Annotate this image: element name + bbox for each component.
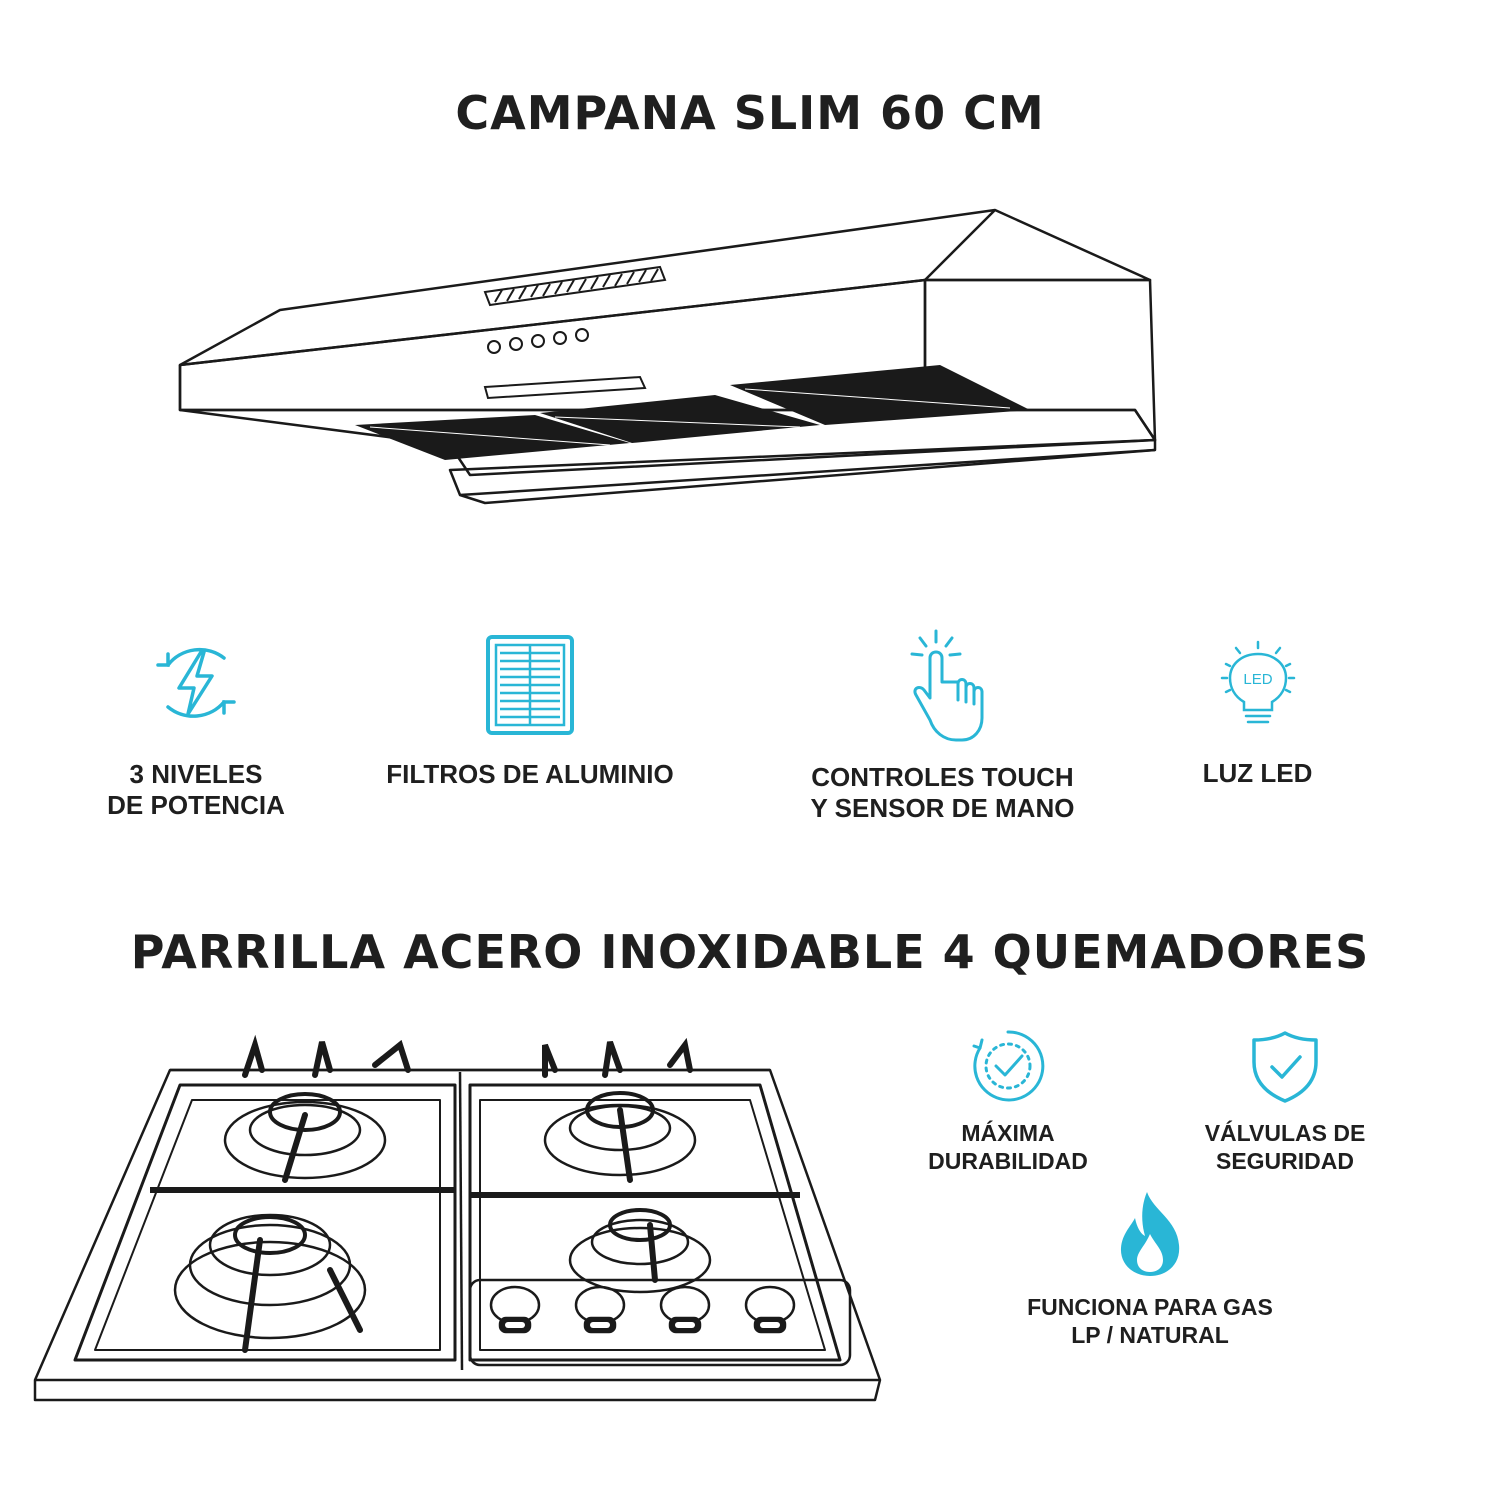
feature-safety-valves: VÁLVULAS DE SEGURIDAD (1180, 1030, 1390, 1175)
feature-durability: MÁXIMA DURABILIDAD (908, 1028, 1108, 1175)
stove-title: PARRILLA ACERO INOXIDABLE 4 QUEMADORES (130, 925, 1370, 979)
knob-3 (659, 1285, 711, 1334)
power-cycle-icon (156, 647, 236, 718)
vent-grille (483, 265, 667, 307)
power-levels-label-line2: DE POTENCIA (107, 790, 285, 821)
knob-4 (744, 1285, 796, 1334)
safety-valves-label-line1: VÁLVULAS DE (1204, 1120, 1366, 1146)
stove-illustration (33, 1034, 882, 1402)
stove-knobs (489, 1285, 796, 1334)
aluminum-filters-label: FILTROS DE ALUMINIO (386, 759, 674, 789)
hood-control-buttons (487, 328, 589, 354)
power-levels-label-line1: 3 NIVELES (129, 759, 263, 789)
aluminum-filter-icon (486, 635, 574, 735)
led-bulb-icon: LED (1220, 640, 1295, 724)
range-hood-illustration (178, 208, 1157, 505)
burner-front-left-wok (173, 1213, 367, 1340)
feature-gas-type: FUNCIONA PARA GAS LP / NATURAL (1005, 1190, 1295, 1349)
feature-touch-controls: CONTROLES TOUCH Y SENSOR DE MANO (790, 628, 1095, 824)
touch-hand-icon (910, 629, 983, 742)
gas-type-label-line1: FUNCIONA PARA GAS (1027, 1294, 1273, 1320)
durability-clock-icon (972, 1030, 1045, 1102)
stove-burners (173, 1091, 712, 1340)
feature-led-light: LED LUZ LED (1160, 640, 1355, 789)
led-light-label: LUZ LED (1202, 758, 1313, 788)
touch-controls-label-line2: Y SENSOR DE MANO (810, 793, 1075, 824)
led-icon-text: LED (1243, 671, 1272, 688)
knob-1 (489, 1285, 541, 1334)
durability-label-line1: MÁXIMA (961, 1120, 1055, 1146)
durability-label-line2: DURABILIDAD (928, 1147, 1088, 1174)
burner-back-left (223, 1092, 387, 1180)
burner-front-right (568, 1208, 712, 1294)
feature-power-levels: 3 NIVELES DE POTENCIA (86, 640, 306, 821)
feature-aluminum-filters: FILTROS DE ALUMINIO (370, 633, 690, 790)
gas-type-label-line2: LP / NATURAL (1071, 1321, 1229, 1348)
hood-title: CAMPANA SLIM 60 CM (455, 86, 1045, 140)
hood-filters (355, 365, 1030, 460)
burner-back-right (543, 1091, 697, 1177)
safety-valves-label-line2: SEGURIDAD (1215, 1147, 1354, 1174)
gas-flame-icon (1120, 1192, 1180, 1276)
safety-shield-icon (1252, 1031, 1318, 1103)
touch-controls-label-line1: CONTROLES TOUCH (811, 762, 1074, 792)
knob-2 (574, 1285, 626, 1334)
hood-light-panel (483, 375, 647, 400)
